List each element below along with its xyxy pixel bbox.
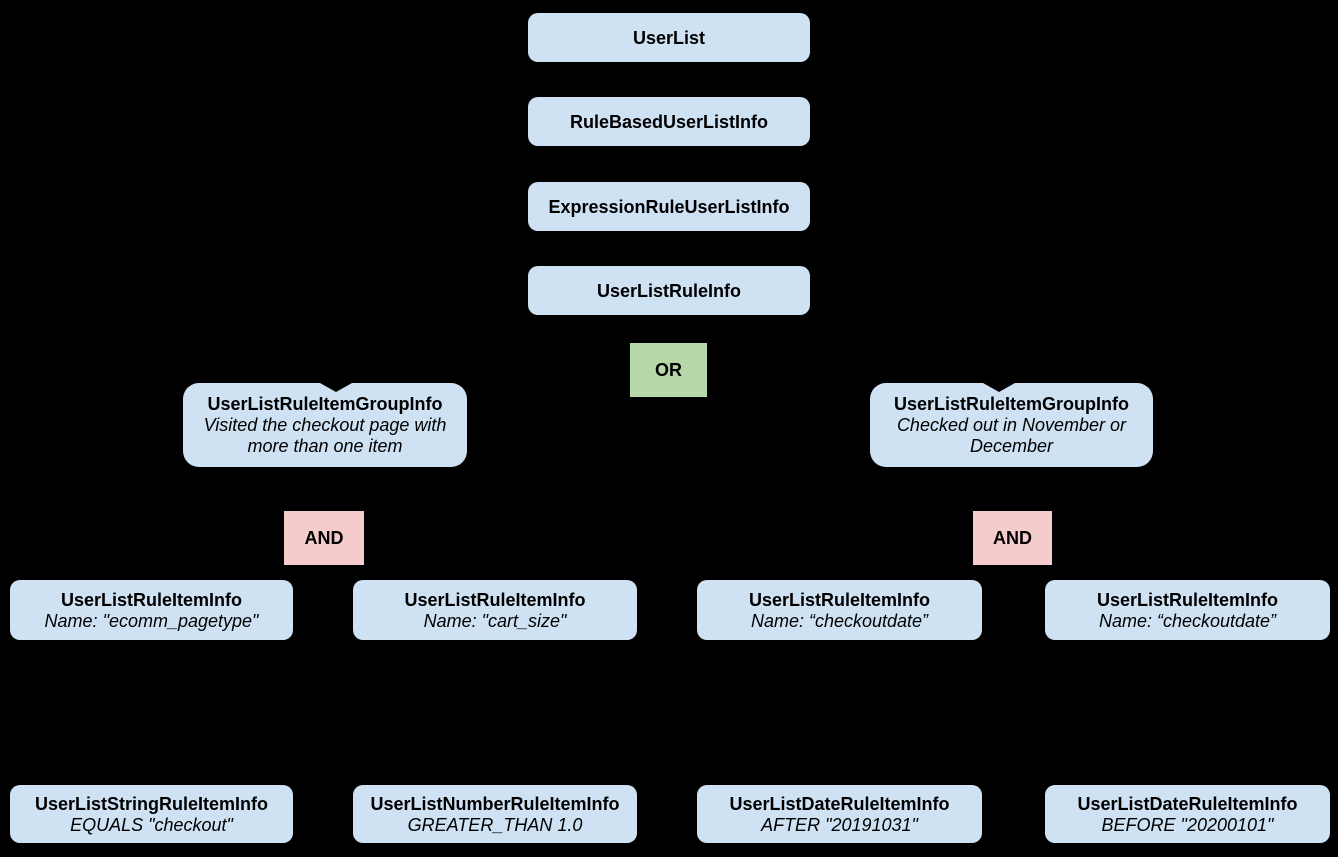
operand-title: UserListStringRuleItemInfo (34, 793, 269, 814)
node-rule-based-user-list-info: RuleBasedUserListInfo (528, 97, 810, 146)
rule-item-subtitle: Name: “checkoutdate” (1098, 610, 1277, 631)
node-user-list-rule-info-label: UserListRuleInfo (596, 280, 742, 301)
node-rule-based-user-list-info-label: RuleBasedUserListInfo (569, 111, 769, 132)
arrowhead-artifact (983, 383, 1015, 392)
rule-item-title: UserListRuleItemInfo (1096, 589, 1279, 610)
and-operator-right: AND (973, 511, 1052, 565)
rule-item-node-checkoutdate-1: UserListRuleItemInfo Name: “checkoutdate… (697, 580, 982, 640)
operand-subtitle: GREATER_THAN 1.0 (407, 814, 583, 835)
node-user-list: UserList (528, 13, 810, 62)
group-node-right: UserListRuleItemGroupInfo Checked out in… (870, 383, 1153, 467)
operand-title: UserListNumberRuleItemInfo (370, 793, 620, 814)
rule-item-title: UserListRuleItemInfo (60, 589, 243, 610)
and-operator-right-label: AND (993, 527, 1032, 548)
operand-title: UserListDateRuleItemInfo (729, 793, 950, 814)
node-expression-rule-user-list-info: ExpressionRuleUserListInfo (528, 182, 810, 231)
operand-subtitle: EQUALS "checkout" (70, 814, 233, 835)
operand-title: UserListDateRuleItemInfo (1077, 793, 1298, 814)
group-node-right-description: Checked out in November or December (896, 414, 1127, 456)
or-operator: OR (630, 343, 707, 397)
group-node-left-title: UserListRuleItemGroupInfo (207, 393, 443, 414)
rule-item-node-ecomm-pagetype: UserListRuleItemInfo Name: "ecomm_pagety… (10, 580, 293, 640)
rule-item-node-cart-size: UserListRuleItemInfo Name: "cart_size" (353, 580, 637, 640)
node-user-list-label: UserList (632, 27, 706, 48)
and-operator-left: AND (284, 511, 364, 565)
node-user-list-rule-info: UserListRuleInfo (528, 266, 810, 315)
operand-node-date-rule-after: UserListDateRuleItemInfo AFTER "20191031… (697, 785, 982, 843)
operand-node-date-rule-before: UserListDateRuleItemInfo BEFORE "2020010… (1045, 785, 1330, 843)
node-expression-rule-user-list-info-label: ExpressionRuleUserListInfo (548, 196, 790, 217)
rule-item-title: UserListRuleItemInfo (748, 589, 931, 610)
rule-item-title: UserListRuleItemInfo (404, 589, 586, 610)
rule-item-subtitle: Name: "ecomm_pagetype" (44, 610, 259, 631)
operand-subtitle: AFTER "20191031" (761, 814, 918, 835)
arrowhead-artifact (320, 383, 352, 392)
rule-item-subtitle: Name: "cart_size" (423, 610, 567, 631)
group-node-right-title: UserListRuleItemGroupInfo (893, 393, 1130, 414)
or-operator-label: OR (655, 359, 682, 380)
operand-subtitle: BEFORE "20200101" (1101, 814, 1274, 835)
group-node-left-description: Visited the checkout page with more than… (203, 414, 447, 456)
rule-item-node-checkoutdate-2: UserListRuleItemInfo Name: “checkoutdate… (1045, 580, 1330, 640)
and-operator-left-label: AND (304, 527, 344, 548)
operand-node-number-rule: UserListNumberRuleItemInfo GREATER_THAN … (353, 785, 637, 843)
rule-item-subtitle: Name: “checkoutdate” (750, 610, 929, 631)
group-node-left: UserListRuleItemGroupInfo Visited the ch… (183, 383, 467, 467)
operand-node-string-rule: UserListStringRuleItemInfo EQUALS "check… (10, 785, 293, 843)
